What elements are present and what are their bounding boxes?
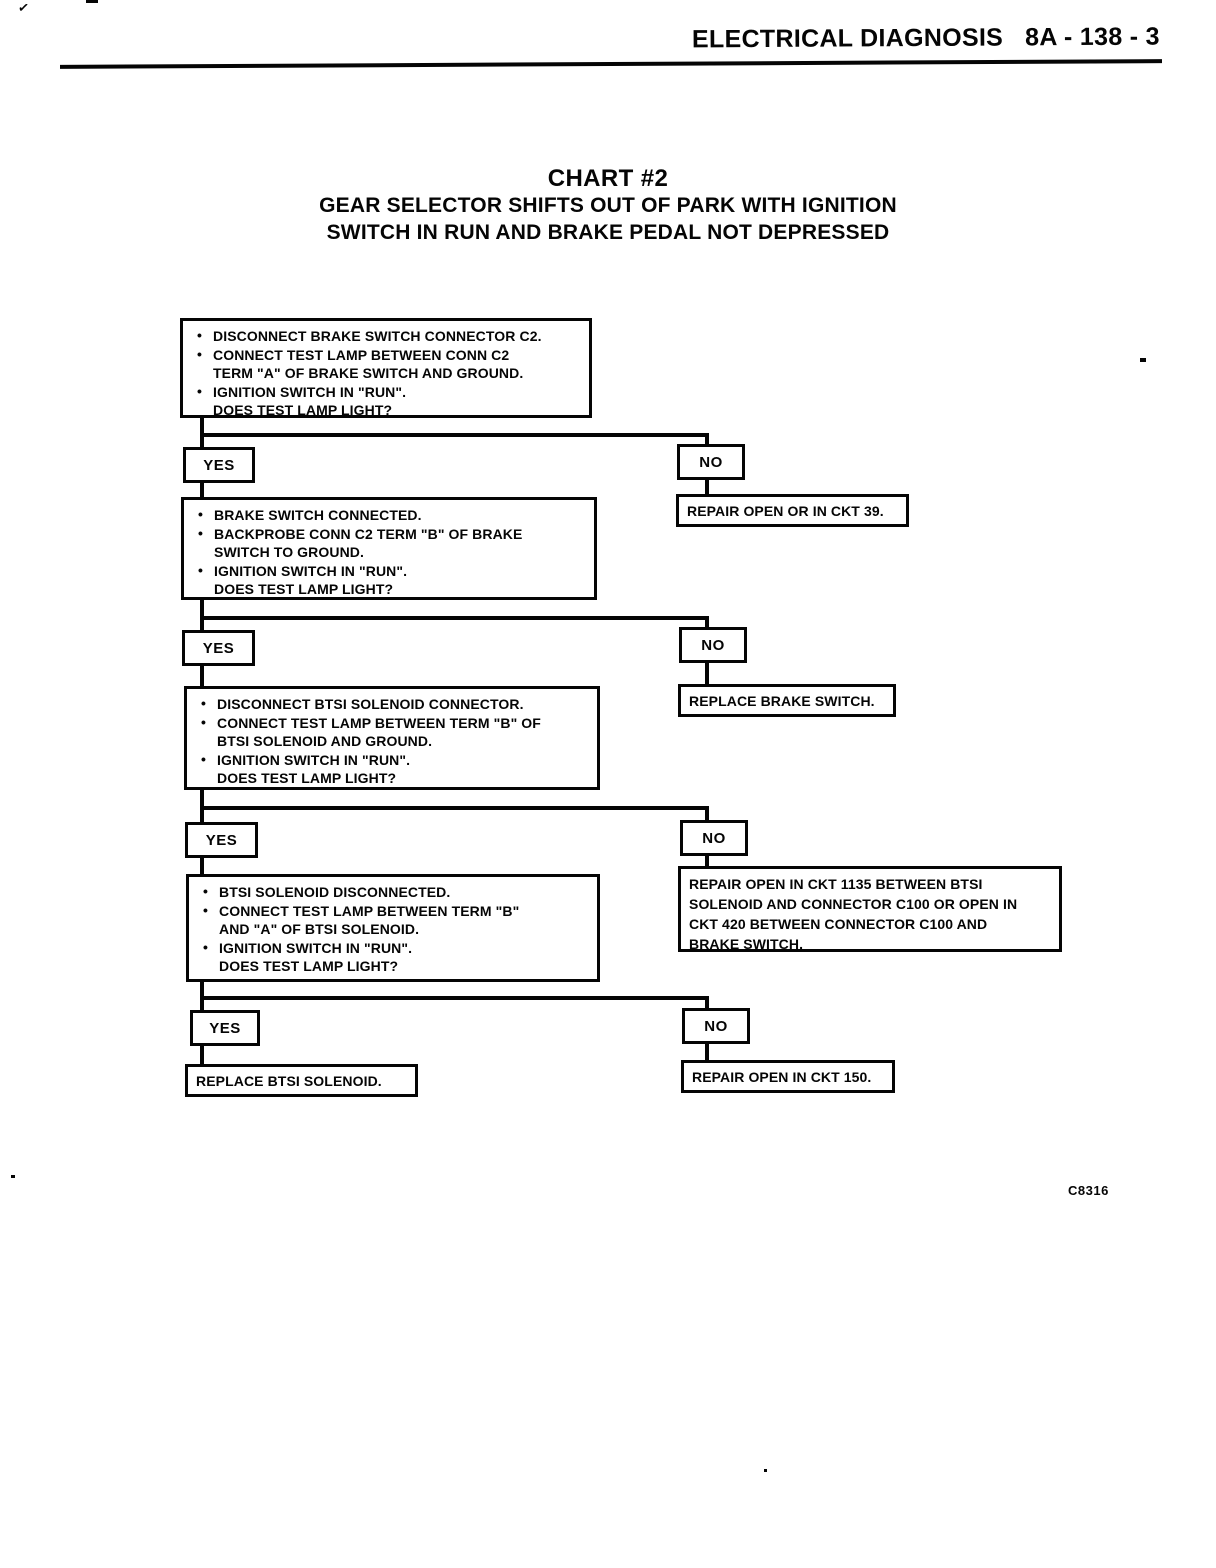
bullet-icon: • (198, 561, 204, 578)
connector-q2-down (200, 598, 204, 632)
connector-q2-across (200, 616, 709, 620)
no-label: NO (699, 453, 723, 471)
question-line: •CONNECT TEST LAMP BETWEEN CONN C2 (197, 345, 510, 363)
connector-no4-down (705, 1042, 709, 1062)
scan-speck (764, 1469, 767, 1472)
question-box-4: •BTSI SOLENOID DISCONNECTED. •CONNECT TE… (186, 874, 600, 982)
chart-subtitle-line1: GEAR SELECTOR SHIFTS OUT OF PARK WITH IG… (319, 194, 897, 217)
bullet-icon: • (201, 750, 207, 767)
connector-no3-down (705, 854, 709, 868)
connector-q1-no-down (705, 433, 709, 446)
question-line: •CONNECT TEST LAMP BETWEEN TERM "B" OF (201, 713, 541, 731)
header-section-title: ELECTRICAL DIAGNOSIS (692, 23, 1004, 54)
yes-label: YES (203, 456, 235, 474)
figure-code: C8316 (1068, 1183, 1109, 1198)
question-line: DOES TEST LAMP LIGHT? (217, 770, 397, 786)
connector-q3-across (200, 806, 709, 810)
answer-text-line: REPAIR OPEN IN CKT 1135 BETWEEN BTSI (689, 876, 983, 892)
answer-box-replace-brake-switch: REPLACE BRAKE SWITCH. (678, 684, 896, 717)
connector-q2-no-down (705, 616, 709, 629)
connector-yes3-down (200, 856, 204, 876)
question-line: •CONNECT TEST LAMP BETWEEN TERM "B" (203, 901, 520, 919)
bullet-icon: • (201, 713, 207, 730)
no-box-2: NO (679, 627, 747, 663)
connector-q4-across (200, 996, 709, 1000)
answer-text-line: CKT 420 BETWEEN CONNECTOR C100 AND (689, 916, 988, 932)
question-line: •BTSI SOLENOID DISCONNECTED. (203, 883, 451, 900)
no-box-1: NO (677, 444, 745, 480)
question-line: •BACKPROBE CONN C2 TERM "B" OF BRAKE (198, 524, 523, 542)
bullet-icon: • (197, 382, 203, 399)
connector-no2-down (705, 661, 709, 686)
question-box-2: •BRAKE SWITCH CONNECTED. •BACKPROBE CONN… (181, 497, 597, 600)
connector-q3-no-down (705, 806, 709, 822)
question-line: •DISCONNECT BRAKE SWITCH CONNECTOR C2. (197, 327, 542, 344)
answer-box-repair-ckt1135: REPAIR OPEN IN CKT 1135 BETWEEN BTSI SOL… (678, 866, 1062, 952)
yes-label: YES (202, 639, 235, 657)
question-line: •BRAKE SWITCH CONNECTED. (198, 506, 422, 523)
connector-q4-no-down (705, 996, 709, 1010)
chart-title-block: CHART #2 GEAR SELECTOR SHIFTS OUT OF PAR… (103, 165, 1113, 246)
question-line: DOES TEST LAMP LIGHT? (214, 581, 394, 597)
question-line: BTSI SOLENOID AND GROUND. (217, 733, 433, 749)
header-page-number: 8A - 138 - 3 (1025, 22, 1161, 52)
question-line: •IGNITION SWITCH IN "RUN". (198, 561, 408, 579)
scan-speck (11, 1175, 15, 1178)
no-label: NO (701, 636, 725, 654)
answer-text: REPLACE BRAKE SWITCH. (689, 692, 875, 709)
yes-label: YES (205, 831, 238, 849)
answer-text-line: BRAKE SWITCH. (689, 936, 804, 952)
answer-text-line: SOLENOID AND CONNECTOR C100 OR OPEN IN (689, 896, 1018, 912)
bullet-icon: • (197, 345, 203, 362)
header-rule (59, 59, 1163, 69)
answer-box-repair-ckt39: REPAIR OPEN OR IN CKT 39. (676, 494, 909, 527)
answer-text: REPAIR OPEN OR IN CKT 39. (687, 502, 884, 519)
yes-label: YES (209, 1019, 241, 1037)
question-line: TERM "A" OF BRAKE SWITCH AND GROUND. (213, 365, 524, 381)
answer-text: REPLACE BTSI SOLENOID. (196, 1072, 382, 1089)
page-header: ELECTRICAL DIAGNOSIS 8A - 138 - 3 (692, 23, 1160, 55)
connector-q1-across (200, 433, 709, 437)
no-box-4: NO (682, 1008, 750, 1044)
chart-title: CHART #2 (547, 165, 669, 192)
scan-speck (86, 0, 98, 3)
no-label: NO (704, 1017, 728, 1035)
bullet-icon: • (203, 901, 209, 918)
connector-yes4-down (200, 1044, 204, 1066)
bullet-icon: • (201, 695, 207, 711)
question-line: SWITCH TO GROUND. (214, 544, 364, 560)
answer-text: REPAIR OPEN IN CKT 150. (692, 1068, 872, 1085)
connector-yes1-down (200, 481, 204, 499)
connector-no1-down (705, 478, 709, 496)
question-box-1: •DISCONNECT BRAKE SWITCH CONNECTOR C2. •… (180, 318, 592, 418)
yes-box-1: YES (183, 447, 255, 483)
connector-yes2-down (200, 664, 204, 688)
question-line: •IGNITION SWITCH IN "RUN". (201, 750, 411, 768)
answer-box-repair-ckt150: REPAIR OPEN IN CKT 150. (681, 1060, 895, 1093)
no-label: NO (702, 829, 726, 847)
yes-box-3: YES (185, 822, 258, 858)
answer-box-replace-btsi-solenoid: REPLACE BTSI SOLENOID. (185, 1064, 418, 1097)
bullet-icon: • (198, 506, 204, 522)
question-line: AND "A" OF BTSI SOLENOID. (219, 921, 420, 937)
yes-box-2: YES (182, 630, 255, 666)
yes-box-4: YES (190, 1010, 260, 1046)
question-line: •IGNITION SWITCH IN "RUN". (203, 938, 413, 956)
question-line: •DISCONNECT BTSI SOLENOID CONNECTOR. (201, 695, 524, 712)
question-line: DOES TEST LAMP LIGHT? (219, 958, 399, 974)
bullet-icon: • (203, 938, 209, 955)
chart-subtitle-line2: SWITCH IN RUN AND BRAKE PEDAL NOT DEPRES… (326, 221, 890, 244)
scan-speck (1140, 358, 1146, 362)
question-box-3: •DISCONNECT BTSI SOLENOID CONNECTOR. •CO… (184, 686, 600, 790)
question-line: DOES TEST LAMP LIGHT? (213, 402, 393, 418)
question-line: •IGNITION SWITCH IN "RUN". (197, 382, 407, 400)
stray-checkmark: ✓ (17, 0, 30, 16)
bullet-icon: • (203, 883, 209, 899)
no-box-3: NO (680, 820, 748, 856)
bullet-icon: • (198, 524, 204, 541)
bullet-icon: • (197, 327, 203, 343)
